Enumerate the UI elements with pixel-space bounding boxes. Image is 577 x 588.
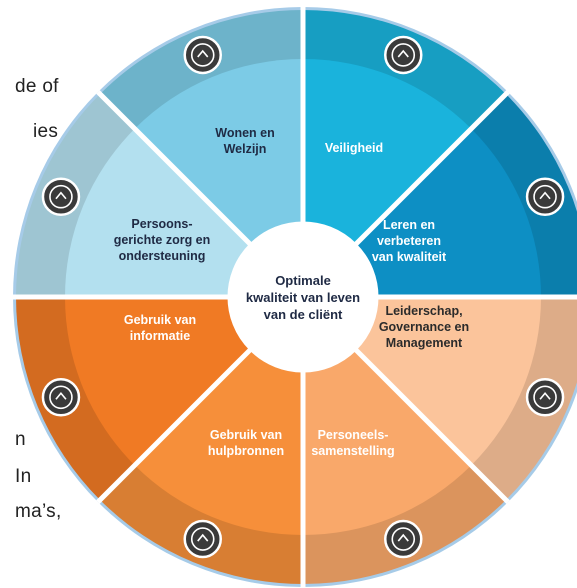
segment-label-line: informatie (130, 329, 190, 343)
segment-label-line: Gebruik van (210, 428, 282, 442)
segment-label-line: Leiderschap, (385, 304, 462, 318)
body-text-fragment: In (15, 466, 32, 487)
body-text-fragment: ma’s, (15, 501, 62, 522)
center-label-line: Optimale (275, 273, 331, 288)
segment-label-line: hulpbronnen (208, 444, 284, 458)
segment-label-line: Welzijn (224, 142, 267, 156)
segment-label-line: Leren en (383, 218, 435, 232)
segment-label-line: Veiligheid (325, 141, 383, 155)
segment-label-personeel: Personeels-samenstelling (311, 428, 394, 458)
house-heart-icon (183, 35, 222, 75)
segment-label-persoonsgericht: Persoons-gerichte zorg en ondersteuning (114, 217, 211, 263)
segment-label-leren: Leren en verbeteren van kwaliteit (372, 218, 447, 264)
body-text-fragment: ies (33, 121, 59, 142)
segment-label-wonen: Wonen en Welzijn (215, 126, 275, 156)
team-icon (525, 378, 565, 417)
segment-label-line: samenstelling (311, 444, 394, 458)
segment-label-line: verbeteren (377, 234, 441, 248)
chat-icon (41, 378, 81, 417)
segment-label-line: Management (386, 336, 463, 350)
phone-hand-icon (183, 519, 222, 559)
gift-hand-icon (41, 177, 81, 216)
segment-label-line: ondersteuning (119, 249, 206, 263)
segment-label-line: van kwaliteit (372, 250, 447, 264)
segment-label-line: Personeels- (318, 428, 389, 442)
segment-label-line: Wonen en (215, 126, 275, 140)
center-circle (227, 221, 379, 373)
segment-label-leiderschap: Leiderschap, Governance en Management (379, 304, 469, 350)
segment-label-line: Gebruik van (124, 313, 196, 327)
segment-label-line: Governance en (379, 320, 469, 334)
segment-label-line: gerichte zorg en (114, 233, 211, 247)
house-hand-icon (384, 35, 423, 75)
lightbulb-icon (525, 177, 565, 216)
body-text-fragment: de of (15, 76, 59, 97)
body-text-fragment: n (15, 429, 26, 450)
center-label-line: van de cliënt (264, 307, 343, 322)
segment-label-line: Persoons- (131, 217, 192, 231)
segment-label-hulpbronnen: Gebruik van hulpbronnen (208, 428, 284, 458)
segment-label-informatie: Gebruik van informatie (124, 313, 196, 343)
center-label-line: kwaliteit van leven (246, 290, 360, 305)
segment-label-veiligheid: Veiligheid (325, 141, 383, 155)
network-icon (384, 519, 423, 559)
